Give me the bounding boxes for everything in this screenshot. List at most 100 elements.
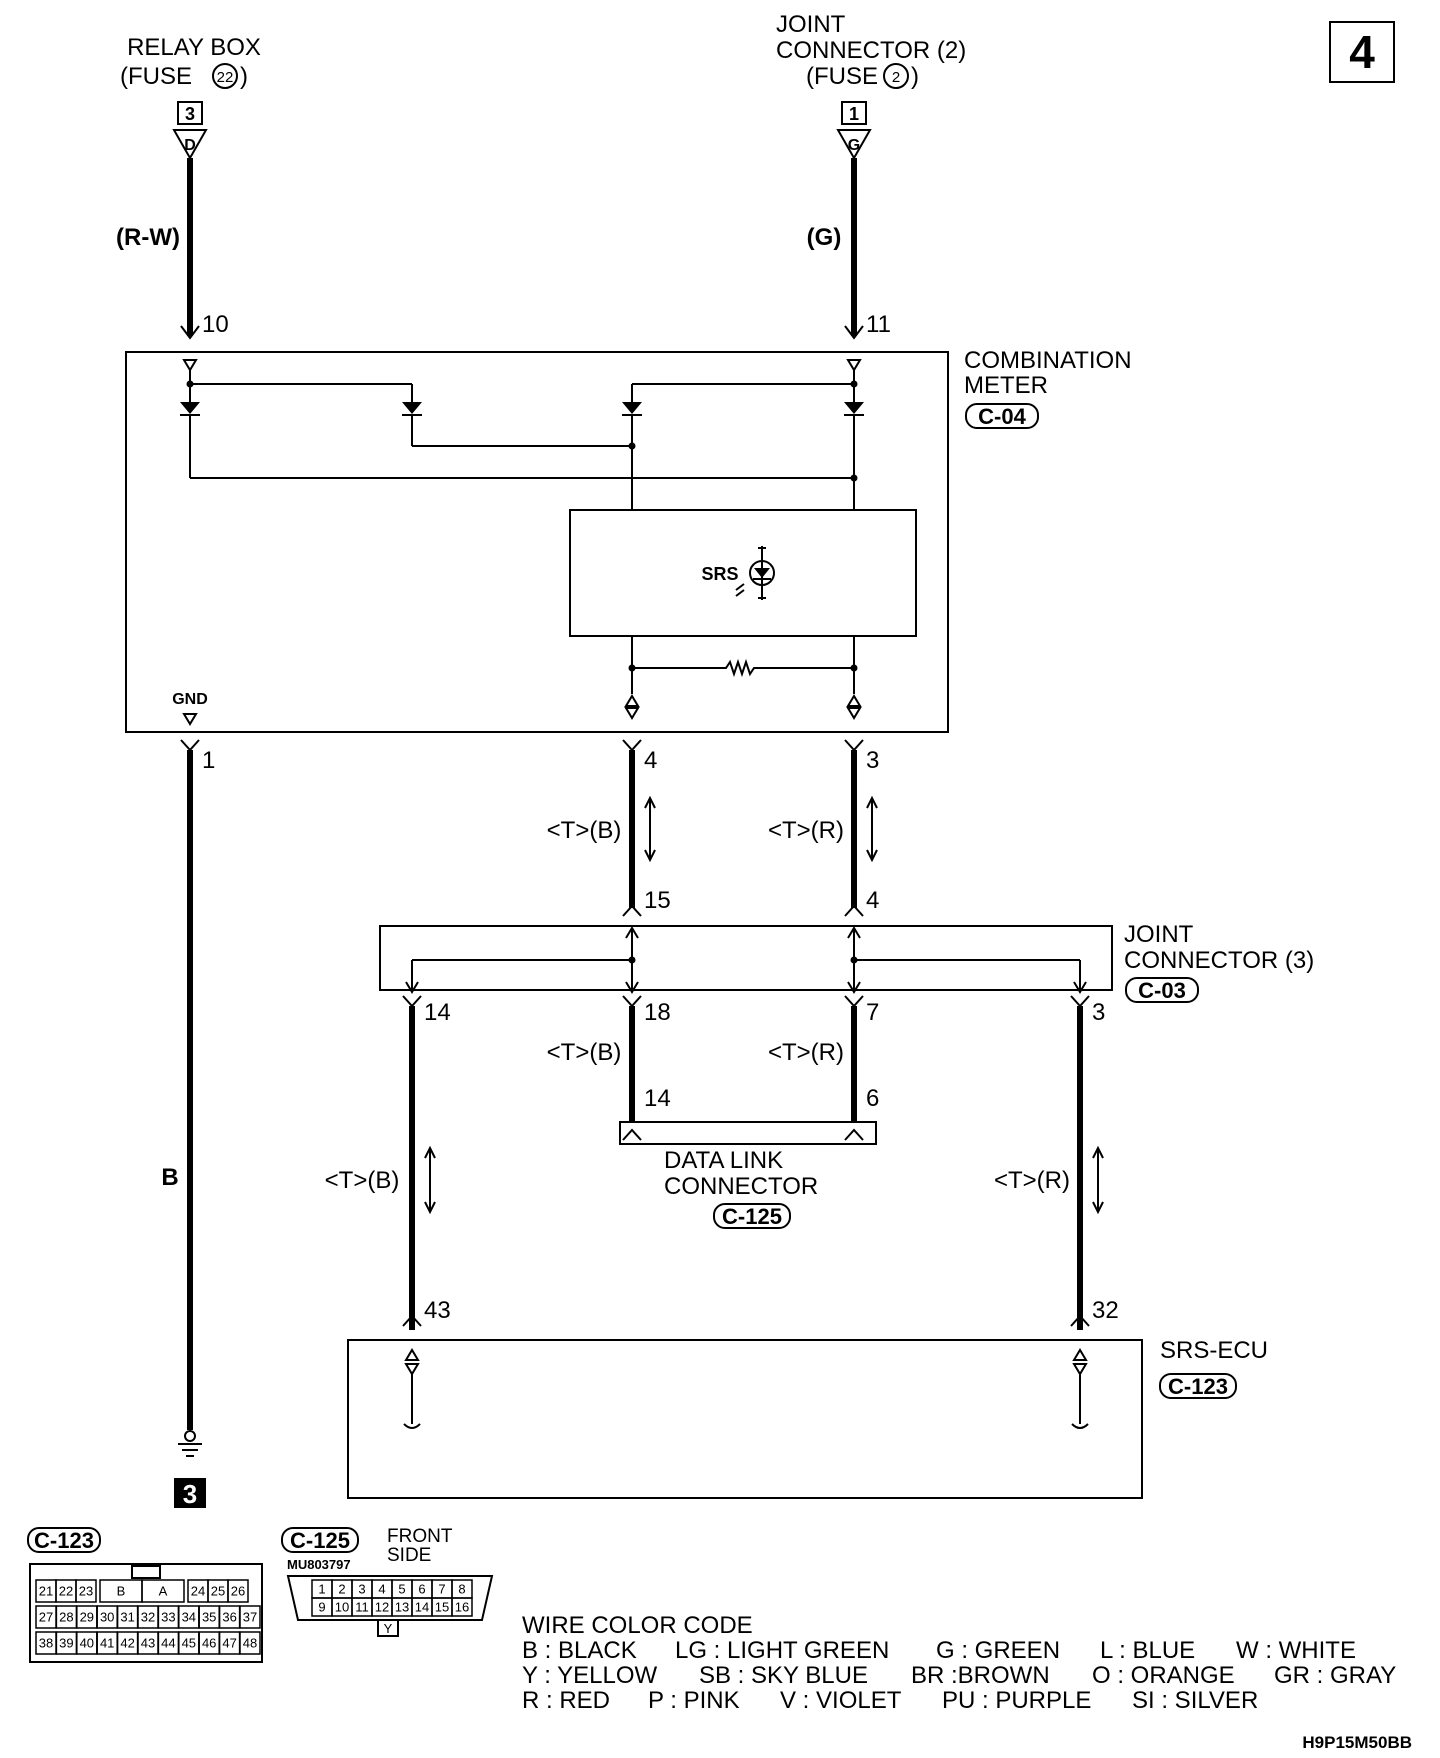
c123-pin-cell: 39 (59, 1636, 73, 1651)
diode-1 (180, 384, 200, 416)
page-number: 4 (1349, 26, 1375, 78)
color-code-v: V : VIOLET (780, 1687, 902, 1714)
data-link-connector-line1: DATA LINK (664, 1147, 783, 1174)
srs-lamp-label: SRS (701, 564, 738, 584)
data-link-connector-id: C-125 (722, 1204, 782, 1229)
wire-label-tb-ecu: <T>(B) (325, 1167, 400, 1194)
joint-connector-3-line1: JOINT (1124, 921, 1194, 948)
bidirectional-arrow (866, 795, 878, 863)
pin-10: 10 (202, 311, 229, 338)
joint-connector-3: JOINT CONNECTOR (3) C-03 (379, 921, 1314, 1003)
srs-ecu-label: SRS-ECU (1160, 1337, 1268, 1364)
pin-11: 11 (866, 311, 891, 338)
joint-connector-2-fuse-suffix: ) (911, 63, 919, 90)
ground-ref: 3 (183, 1479, 197, 1509)
color-code-o: O : ORANGE (1092, 1662, 1235, 1689)
relay-box-pin-letter: D (184, 137, 196, 154)
joint-connector-2-fuse-prefix: (FUSE (806, 63, 878, 90)
c123-pin-cell: 36 (222, 1610, 236, 1625)
c123-pin-cell: 23 (79, 1584, 93, 1599)
c123-pin-cell: 33 (161, 1610, 175, 1625)
color-code-p: P : PINK (648, 1687, 740, 1714)
color-code-si: SI : SILVER (1132, 1687, 1258, 1714)
srs-ecu: SRS-ECU C-123 (347, 1337, 1268, 1499)
c125-pin-cell: 8 (458, 1582, 465, 1597)
diode-3 (622, 384, 642, 416)
c123-pin-cell: 27 (39, 1610, 53, 1625)
combination-meter-label-2: METER (964, 372, 1048, 399)
wire-color-code: WIRE COLOR CODE B : BLACK LG : LIGHT GRE… (522, 1612, 1396, 1714)
c125-pin-cell: 11 (355, 1600, 369, 1615)
bidirectional-arrow (1092, 1145, 1104, 1215)
pin-15: 15 (644, 887, 671, 914)
c125-key: Y (384, 1621, 393, 1636)
c123-pin-cell: 35 (202, 1610, 216, 1625)
color-code-br: BR :BROWN (911, 1662, 1050, 1689)
c123-pin-cell: A (159, 1584, 168, 1599)
color-code-b: B : BLACK (522, 1637, 637, 1664)
wire-label-tr-dlc: <T>(R) (768, 1039, 844, 1066)
combination-meter-label-1: COMBINATION (964, 347, 1132, 374)
color-code-g: G : GREEN (936, 1637, 1060, 1664)
pin-18: 18 (644, 999, 671, 1026)
joint-connector-3-connector: C-03 (1138, 978, 1186, 1003)
c125-pin-cell: 6 (418, 1582, 425, 1597)
joint-connector-2-terminal: 1 (849, 104, 859, 124)
c125-pin-cell: 7 (438, 1582, 445, 1597)
pin-43: 43 (424, 1297, 451, 1324)
page-number-box: 4 (1329, 21, 1395, 83)
joint-connector-2-pin-letter: G (848, 137, 860, 154)
c123-pin-cell: 47 (222, 1636, 236, 1651)
wire-label-tb-dlc: <T>(B) (547, 1039, 622, 1066)
pin-32: 32 (1092, 1297, 1119, 1324)
pin-7: 7 (866, 999, 879, 1026)
joint-connector-2-source: JOINT CONNECTOR (2) (FUSE 2 ) 1 G (776, 11, 966, 161)
data-link-connector-line2: CONNECTOR (664, 1173, 818, 1200)
diode-2 (402, 384, 422, 416)
pin-14-dlc: 14 (644, 1085, 671, 1112)
wire-label-g: (G) (807, 224, 842, 251)
c123-pin-cell: 24 (191, 1584, 205, 1599)
bidirectional-arrow (424, 1145, 436, 1215)
c123-pin-cell: 34 (182, 1610, 196, 1625)
bidirectional-arrow (644, 795, 656, 863)
wire-label-rw: (R-W) (116, 224, 180, 251)
srs-led-icon (735, 546, 775, 600)
c123-pin-cell: 38 (39, 1636, 53, 1651)
c125-pin-cell: 9 (318, 1600, 325, 1615)
pin-6: 6 (866, 1085, 879, 1112)
c125-pin-cell: 10 (335, 1600, 349, 1615)
pin-1: 1 (202, 747, 215, 774)
c125-pin-cell: 4 (378, 1582, 385, 1597)
data-link-connector: DATA LINK CONNECTOR C-125 (619, 1121, 877, 1229)
c123-pin-cell: 21 (39, 1584, 53, 1599)
c123-pin-cell: 31 (120, 1610, 134, 1625)
c123-pin-cell: 26 (231, 1584, 245, 1599)
c125-pin-cell: 5 (398, 1582, 405, 1597)
diode-4 (844, 384, 864, 416)
color-code-lg: LG : LIGHT GREEN (675, 1637, 889, 1664)
relay-box-fuse-number: 22 (217, 69, 234, 86)
relay-box-fuse-prefix: (FUSE (120, 63, 192, 90)
color-code-y: Y : YELLOW (522, 1662, 658, 1689)
c125-pin-cell: 16 (455, 1600, 469, 1615)
relay-box-label: RELAY BOX (127, 34, 261, 61)
wire-label-tr-ecu: <T>(R) (994, 1167, 1070, 1194)
color-code-sb: SB : SKY BLUE (699, 1662, 868, 1689)
joint-connector-2-line2: CONNECTOR (2) (776, 37, 966, 64)
c125-pin-cell: 15 (435, 1600, 449, 1615)
relay-box-terminal: 3 (185, 104, 195, 124)
combination-meter-connector: C-04 (978, 404, 1026, 429)
resistor (632, 658, 854, 678)
c125-pin-cell: 13 (395, 1600, 409, 1615)
c123-pin-cell: 30 (100, 1610, 114, 1625)
relay-box-fuse-suffix: ) (240, 63, 248, 90)
pin-4-joint: 4 (866, 887, 879, 914)
wire-label-tb-upper: <T>(B) (547, 817, 622, 844)
c123-pin-cell: 41 (100, 1636, 114, 1651)
wire-label-tr-upper: <T>(R) (768, 817, 844, 844)
